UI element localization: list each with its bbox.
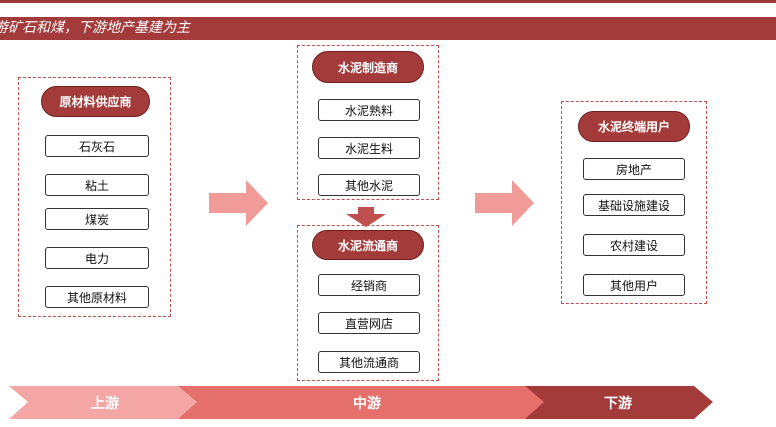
- manufacturer-item-raw-meal: 水泥生料: [318, 137, 420, 159]
- figure-caption: 游矿石和煤，下游地产基建为主: [0, 20, 190, 36]
- manufacturer-item-other-cement: 其他水泥: [318, 174, 420, 196]
- distribution-item-dealer: 经销商: [318, 274, 420, 296]
- cement-distributor-title: 水泥流通商: [312, 230, 424, 260]
- band-label-midstream: 中游: [353, 396, 381, 412]
- distribution-item-direct-store: 直营网店: [318, 312, 420, 334]
- band-upstream-segment: [9, 386, 204, 419]
- arrow-down-icon: [346, 207, 386, 227]
- figure-caption-bar: 游矿石和煤，下游地产基建为主: [0, 17, 776, 40]
- cement-end-user-title: 水泥终端用户: [578, 111, 690, 142]
- arrow-right-icon-2: [475, 180, 534, 226]
- manufacturer-item-clinker: 水泥熟料: [318, 99, 420, 121]
- band-downstream-segment: [525, 386, 713, 419]
- top-border-line: [0, 0, 776, 3]
- upstream-item-other-materials: 其他原材料: [45, 286, 149, 308]
- upstream-item-coal: 煤炭: [45, 208, 149, 230]
- raw-material-supplier-title: 原材料供应商: [41, 86, 150, 117]
- end-user-item-rural-construction: 农村建设: [583, 234, 685, 256]
- cement-manufacturer-title: 水泥制造商: [312, 51, 424, 83]
- upstream-group: [18, 77, 171, 317]
- manufacturer-group: [297, 45, 439, 200]
- upstream-item-clay: 粘土: [45, 174, 149, 196]
- upstream-item-limestone: 石灰石: [45, 135, 149, 157]
- end-user-item-infrastructure: 基础设施建设: [583, 194, 685, 216]
- band-midstream-segment: [178, 386, 551, 419]
- band-label-upstream: 上游: [91, 396, 119, 412]
- arrow-right-icon: [209, 180, 268, 226]
- end-users-group: [561, 101, 707, 304]
- upstream-item-electricity: 电力: [45, 247, 149, 269]
- distribution-item-other-distributor: 其他流通商: [318, 351, 420, 373]
- band-label-downstream: 下游: [604, 396, 632, 412]
- end-user-item-real-estate: 房地产: [583, 158, 685, 180]
- end-user-item-other-users: 其他用户: [583, 274, 685, 296]
